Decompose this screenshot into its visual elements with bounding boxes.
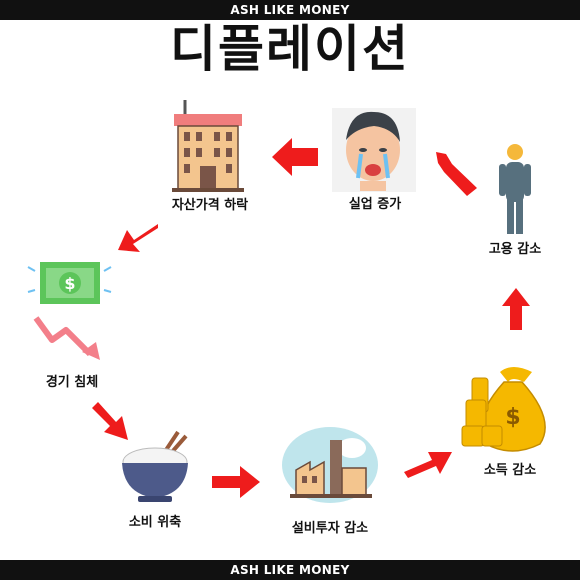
- factory-icon: [282, 427, 378, 503]
- svg-text:$: $: [64, 274, 75, 293]
- person-icon: [499, 144, 531, 234]
- arrow-employment-to-unemployment: [436, 152, 477, 196]
- svg-text:$: $: [505, 405, 520, 430]
- crying-face-icon: [332, 108, 416, 192]
- money-falling-icon: $: [27, 262, 112, 360]
- money-bag-icon: $: [461, 367, 546, 452]
- arrow-income-to-employment: [502, 288, 530, 330]
- label-unemployment-rise: 실업 증가: [348, 197, 402, 212]
- arrow-consumption-to-capex: [212, 466, 260, 498]
- bottom-banner: ASH LIKE MONEY: [0, 560, 580, 580]
- page-title: 디플레이션: [170, 20, 410, 78]
- top-banner: ASH LIKE MONEY: [0, 0, 580, 20]
- arrow-capex-to-income: [404, 452, 452, 478]
- label-consumption-shrink: 소비 위축: [128, 515, 182, 530]
- arrow-recession-to-consumption: [92, 402, 128, 440]
- building-icon: [172, 100, 244, 192]
- label-capex-drop: 설비투자 감소: [291, 521, 369, 536]
- arrow-unemployment-to-asset: [272, 138, 318, 176]
- label-employment-drop: 고용 감소: [488, 242, 542, 257]
- label-income-drop: 소득 감소: [483, 463, 537, 478]
- label-recession: 경기 침체: [45, 375, 99, 390]
- arrow-asset-to-recession: [118, 224, 158, 252]
- label-asset-price-drop: 자산가격 하락: [171, 198, 249, 213]
- rice-bowl-icon: [122, 430, 188, 502]
